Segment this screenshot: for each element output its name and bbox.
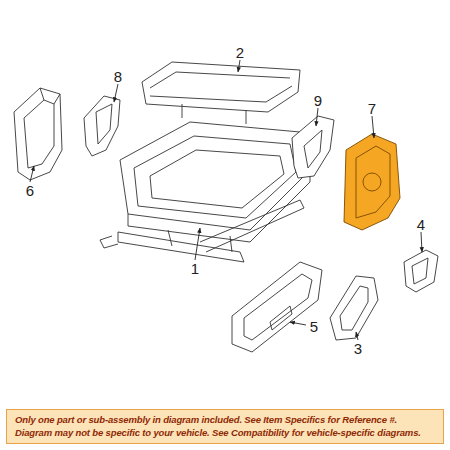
callout-number: 5 (310, 319, 318, 334)
callout-number: 7 (368, 101, 376, 116)
callout-number: 1 (191, 261, 199, 276)
callout-number: 4 (417, 217, 425, 232)
callout-number: 6 (26, 183, 34, 198)
notice-text: Only one part or sub-assembly in diagram… (15, 414, 435, 439)
callout-number: 2 (236, 45, 244, 60)
notice-box: Only one part or sub-assembly in diagram… (6, 409, 444, 444)
callout-number: 8 (114, 69, 122, 84)
callout-number: 9 (314, 93, 322, 108)
callout-number: 3 (354, 341, 362, 356)
